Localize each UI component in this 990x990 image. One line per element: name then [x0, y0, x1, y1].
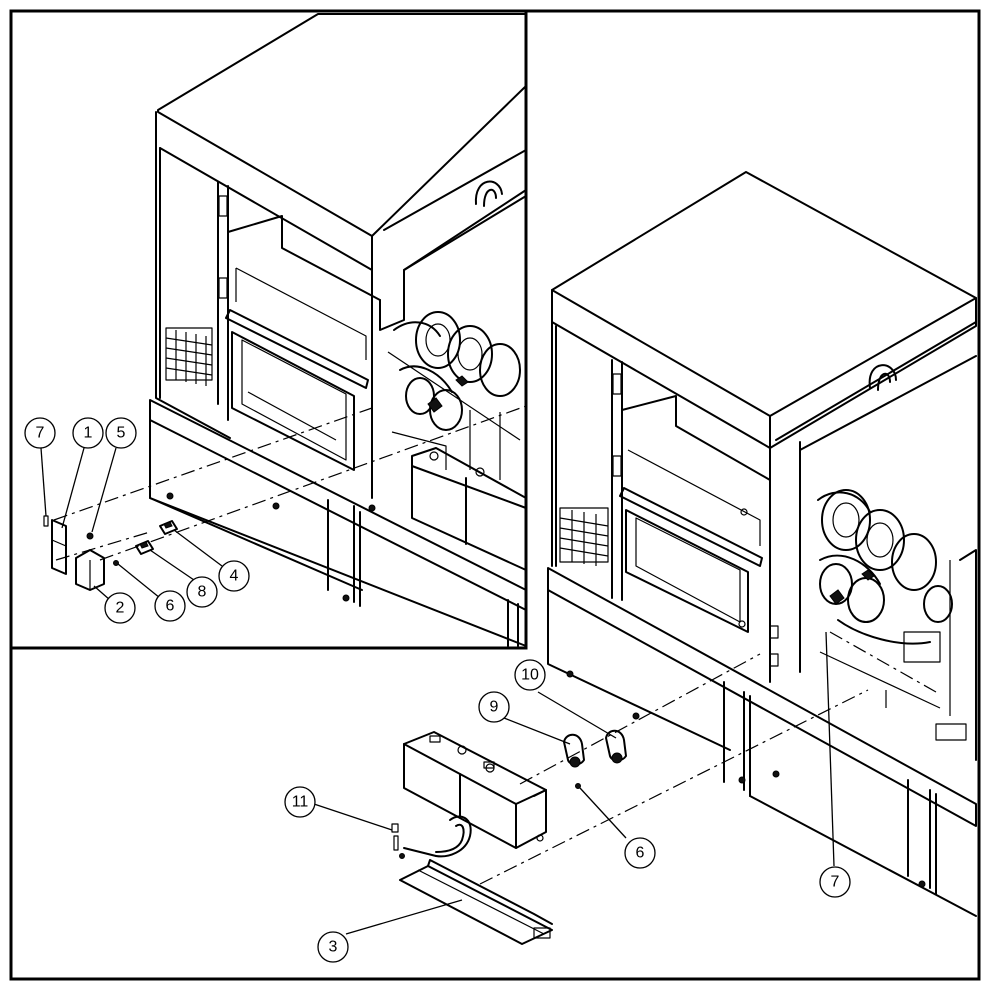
svg-text:3: 3: [329, 939, 338, 956]
callout-bottom-10: 10: [514, 659, 546, 691]
left-base-skid: [149, 399, 527, 647]
svg-text:4: 4: [230, 568, 239, 585]
left-hardware-parts: [43, 515, 178, 591]
left-louver-grille: [165, 327, 213, 386]
svg-text:6: 6: [636, 845, 645, 862]
right-louver-grille: [559, 507, 609, 566]
hardware-bolt-11: [391, 823, 405, 859]
right-base-skid: [547, 567, 977, 917]
battery-cable-clamps: [563, 729, 627, 789]
right-engine-assembly: [817, 489, 953, 709]
callout-left-8: 8: [186, 576, 218, 608]
svg-text:10: 10: [521, 667, 539, 684]
right-generator-enclosure: [479, 171, 977, 917]
callout-left-7: 7: [24, 417, 56, 449]
callout-left-5: 5: [105, 417, 137, 449]
callout-bottom-6: 6: [624, 837, 656, 869]
leader-lines: [40, 447, 835, 935]
callout-left-2: 2: [104, 592, 136, 624]
svg-text:6: 6: [166, 598, 175, 615]
svg-text:9: 9: [490, 699, 499, 716]
svg-text:7: 7: [36, 425, 45, 442]
left-engine-assembly: [387, 311, 521, 480]
svg-text:7: 7: [831, 874, 840, 891]
svg-text:11: 11: [292, 794, 309, 811]
callout-left-6: 6: [154, 590, 186, 622]
svg-text:2: 2: [116, 600, 125, 617]
battery-tray: [399, 859, 553, 945]
callout-bottom-11: 11: [284, 786, 316, 818]
battery-cables: [403, 815, 472, 858]
left-generator-enclosure: [43, 13, 527, 647]
svg-text:1: 1: [84, 425, 93, 442]
battery-assembly: [403, 731, 547, 849]
left-battery-pair: [411, 447, 527, 571]
callout-bottom-3: 3: [317, 931, 349, 963]
callout-bottom-7: 7: [819, 866, 851, 898]
svg-text:5: 5: [117, 425, 126, 442]
outer-frame: [9, 9, 981, 981]
callout-bottom-9: 9: [478, 691, 510, 723]
callout-left-1: 1: [72, 417, 104, 449]
inset-panel-frame: [11, 11, 528, 650]
callout-left-4: 4: [218, 560, 250, 592]
svg-text:8: 8: [198, 584, 207, 601]
